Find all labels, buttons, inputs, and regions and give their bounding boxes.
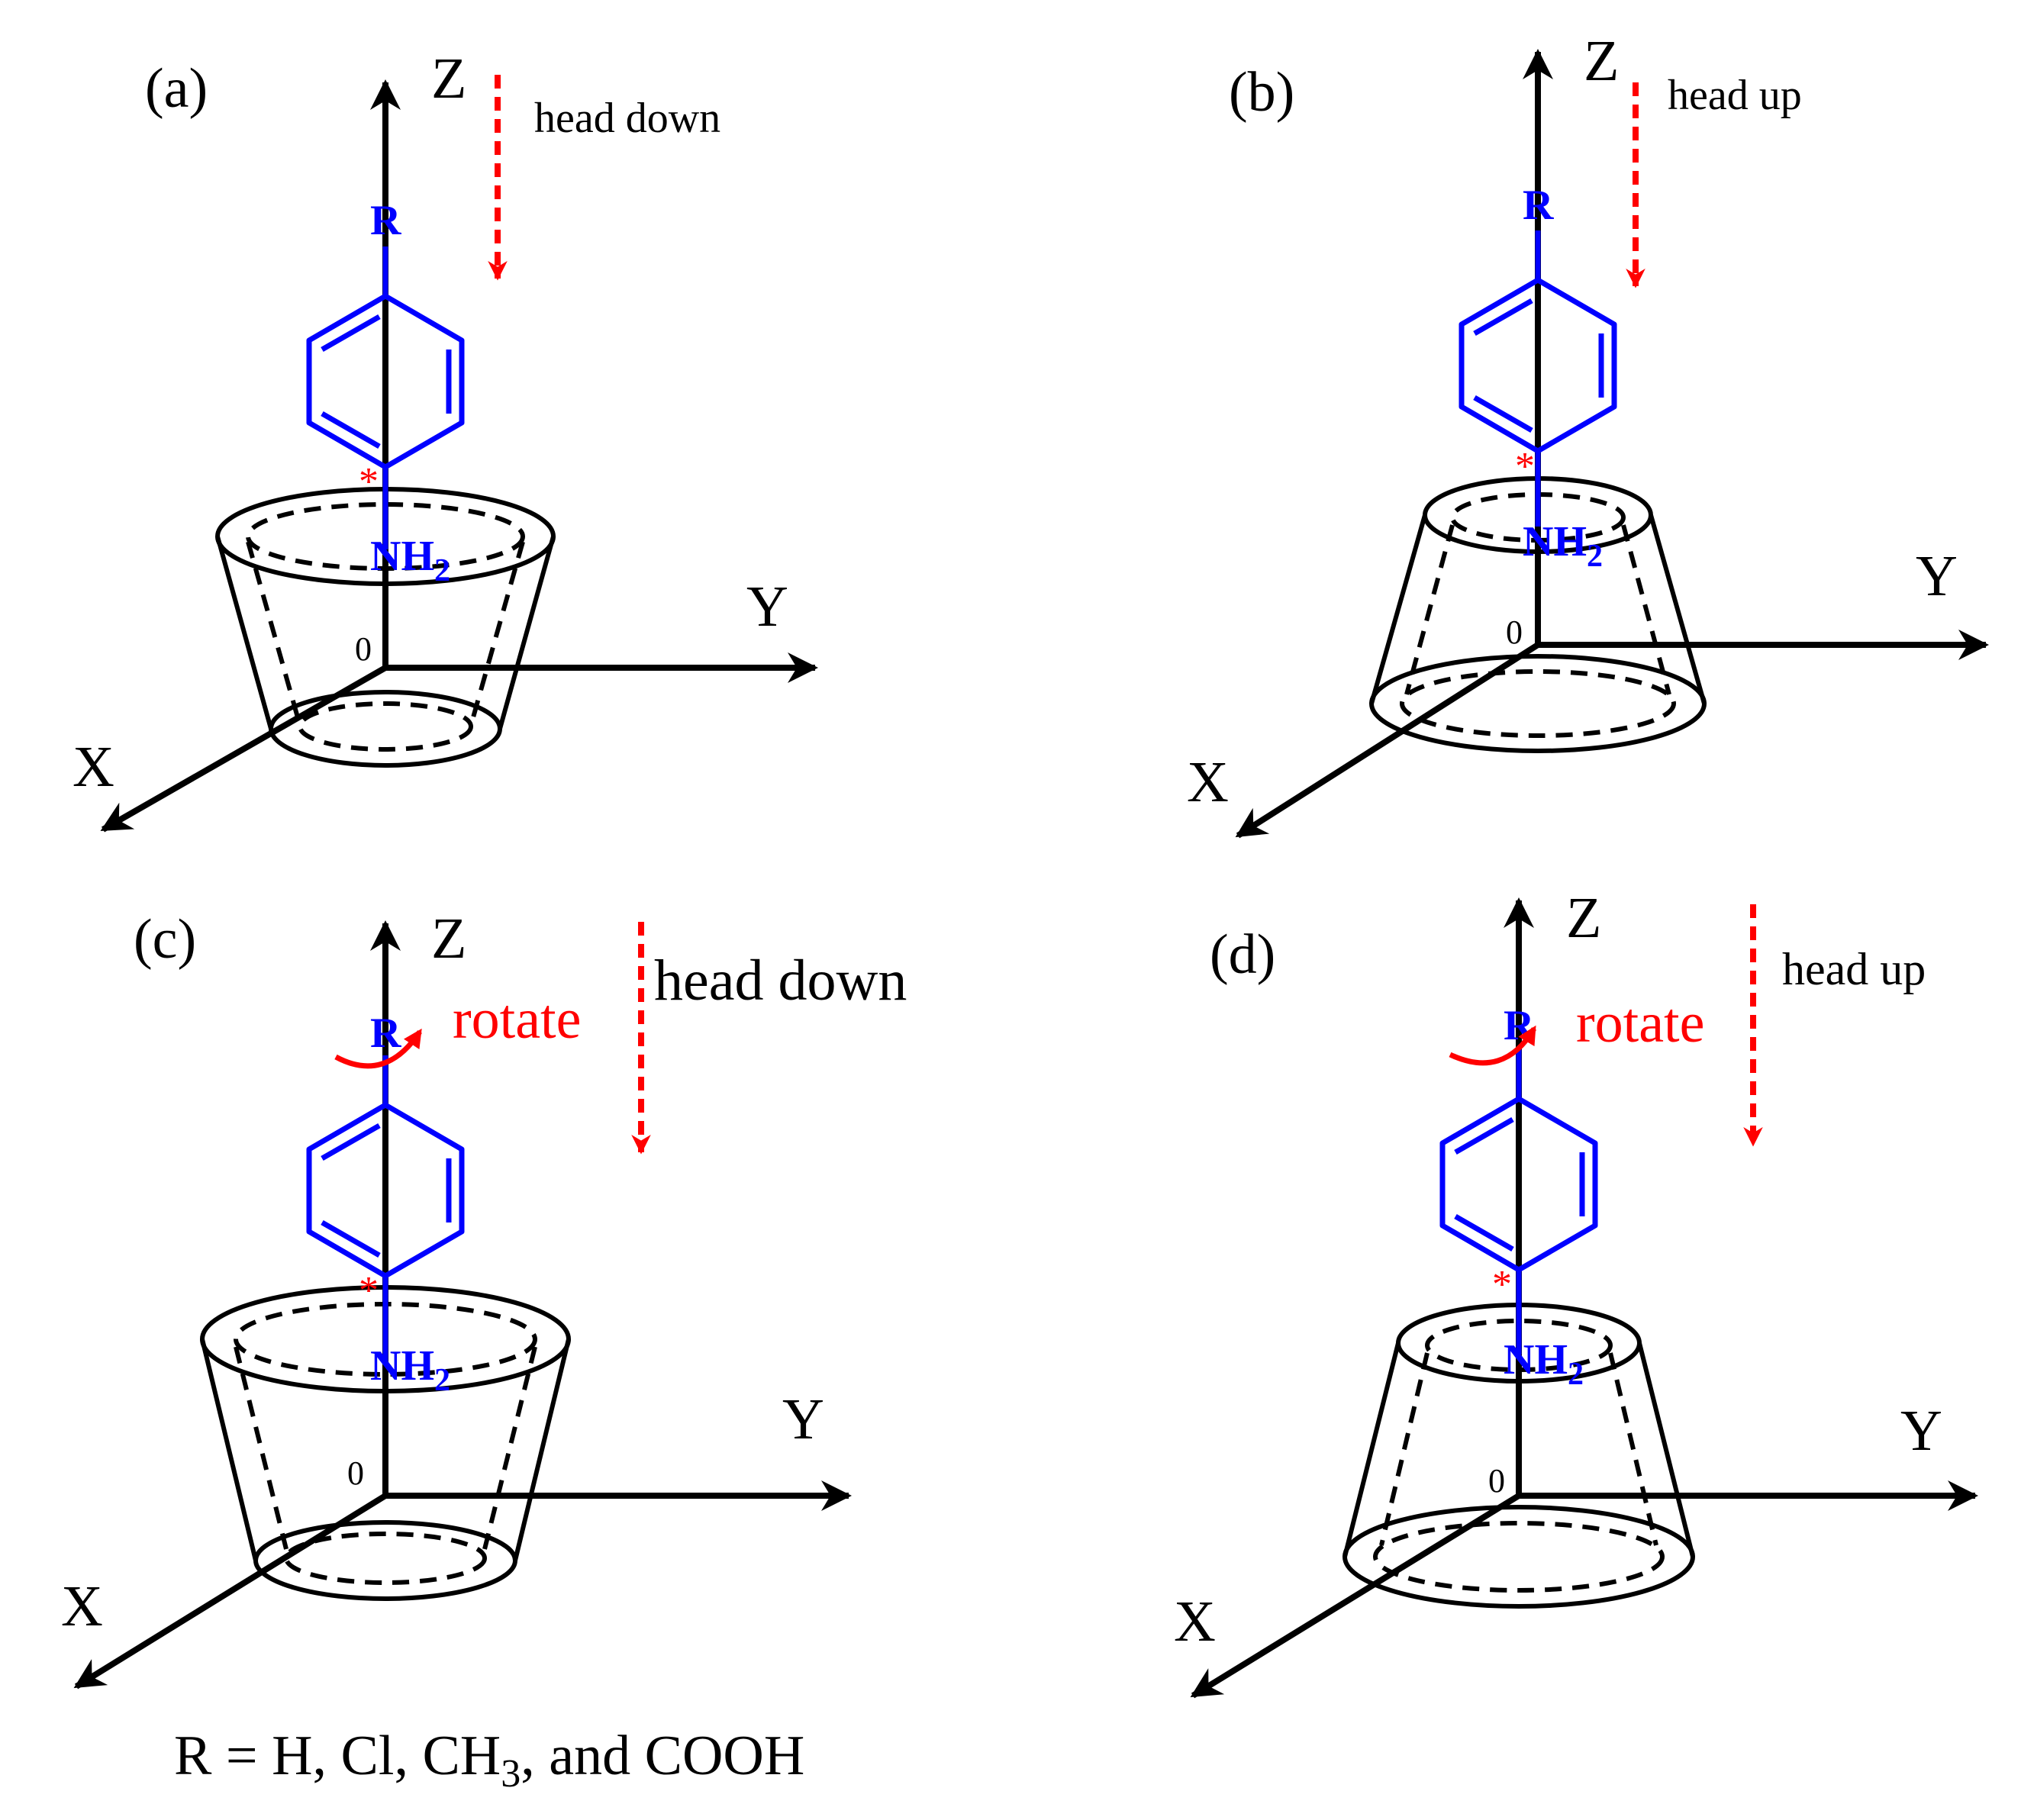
substituent-r: R — [370, 197, 401, 244]
x-axis-label: X — [61, 1574, 103, 1638]
mode-label: head up — [1668, 72, 1802, 119]
y-axis-label: Y — [782, 1387, 824, 1451]
y-axis-label: Y — [1900, 1399, 1942, 1463]
panel-label: (d) — [1210, 923, 1275, 986]
mode-label: head down — [654, 949, 907, 1013]
z-axis-label: Z — [1584, 29, 1619, 93]
panel-label: (a) — [145, 57, 208, 120]
rotation-arrow — [1449, 1025, 1537, 1066]
origin-label: 0 — [1506, 614, 1523, 651]
x-axis-label: X — [1187, 750, 1229, 814]
x-axis-label: X — [1174, 1590, 1216, 1654]
origin-label: 0 — [1488, 1462, 1505, 1499]
attachment-star: * — [1492, 1263, 1512, 1306]
substituent-r: R — [1523, 182, 1554, 229]
attachment-star: * — [359, 1269, 379, 1313]
substituent-r: R — [370, 1010, 401, 1057]
attachment-star: * — [1515, 445, 1535, 488]
z-axis-label: Z — [1566, 886, 1601, 950]
panel-a: (a) Z Y X 0 — [73, 47, 818, 833]
panel-c: (c) Z Y X 0 R * — [61, 907, 907, 1690]
aniline-molecule: R * NH2 — [306, 197, 465, 588]
amine-group: NH2 — [1504, 1336, 1584, 1392]
mode-label: head up — [1782, 944, 1926, 994]
panel-d: (d) Z Y X 0 R * — [1174, 886, 1978, 1699]
panel-label: (c) — [134, 908, 196, 971]
origin-label: 0 — [347, 1454, 364, 1492]
x-axis — [1190, 1493, 1521, 1699]
aniline-molecule: R * NH2 — [1439, 1002, 1598, 1392]
z-axis-label: Z — [431, 47, 466, 111]
substituent-caption: R = H, Cl, CH3, and COOH — [174, 1725, 804, 1796]
amine-group: NH2 — [370, 533, 450, 588]
rotation-arrow — [334, 1028, 422, 1069]
panel-label: (b) — [1229, 61, 1294, 124]
amine-group: NH2 — [1523, 518, 1603, 574]
aniline-molecule: R * NH2 — [306, 1010, 465, 1398]
origin-label: 0 — [355, 630, 372, 668]
amine-group: NH2 — [370, 1342, 450, 1398]
x-axis — [100, 665, 387, 833]
substituent-r: R — [1504, 1002, 1535, 1049]
rotate-label: rotate — [1576, 992, 1704, 1055]
z-axis-label: Z — [431, 907, 466, 971]
rotate-label: rotate — [453, 988, 581, 1051]
panel-b: (b) Z Y X 0 R * — [1187, 29, 1989, 839]
x-axis — [73, 1493, 388, 1690]
aniline-molecule: R * NH2 — [1459, 182, 1617, 574]
y-axis-label: Y — [746, 575, 788, 639]
mode-label: head down — [534, 95, 720, 142]
x-axis — [1235, 642, 1540, 839]
attachment-star: * — [359, 460, 379, 504]
x-axis-label: X — [73, 735, 114, 799]
y-axis-label: Y — [1916, 544, 1958, 608]
